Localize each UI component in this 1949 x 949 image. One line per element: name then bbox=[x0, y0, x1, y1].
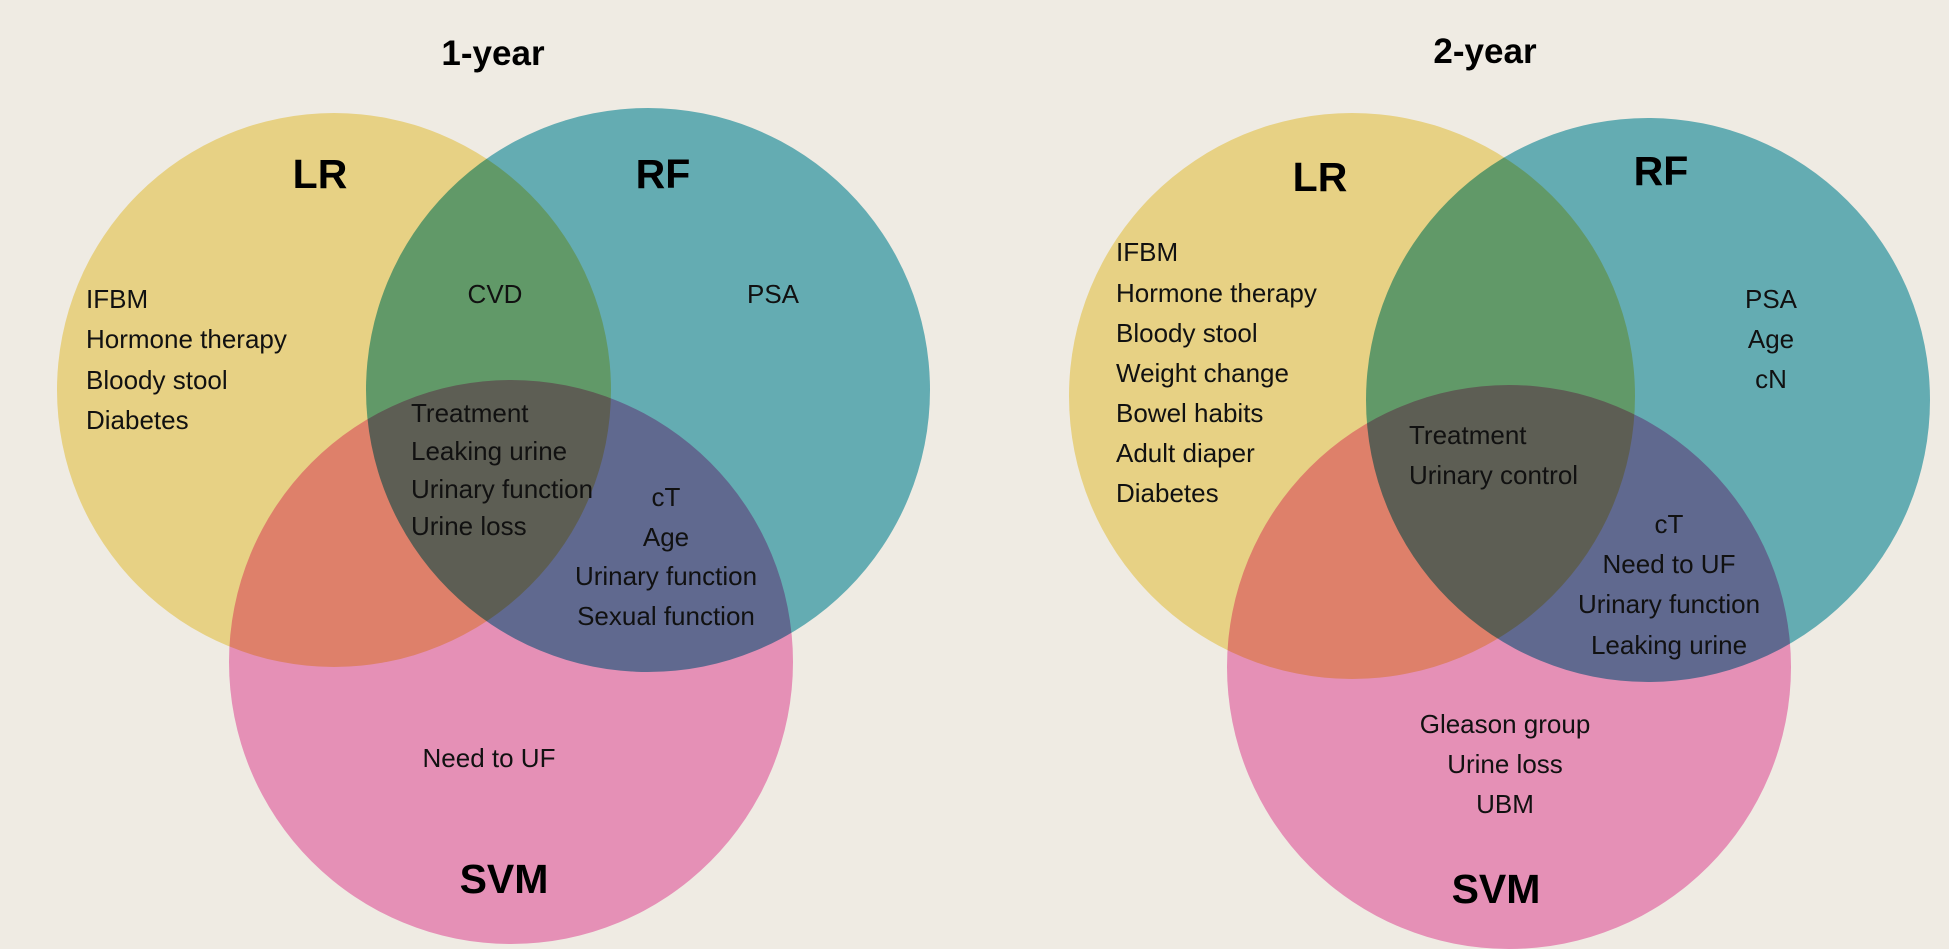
svm-label-1-year: SVM bbox=[460, 856, 549, 902]
region-rf-only-1-year: PSA bbox=[747, 279, 800, 309]
svm-label-2-year: SVM bbox=[1452, 866, 1541, 912]
svm-circle-1-year bbox=[229, 380, 793, 944]
region-item: PSA bbox=[1745, 284, 1798, 314]
venn-1-year: 1-year LR RF SVM IFBM Hormone therapy Bl… bbox=[57, 34, 930, 944]
region-item: Hormone therapy bbox=[1116, 278, 1317, 308]
rf-label-1-year: RF bbox=[636, 151, 691, 197]
region-svm-only-2-year: Gleason group Urine loss UBM bbox=[1420, 709, 1591, 819]
region-item: Age bbox=[1748, 324, 1794, 354]
region-item: IFBM bbox=[1116, 237, 1178, 267]
region-rf-svm-1-year: cT Age Urinary function Sexual function bbox=[575, 482, 757, 631]
region-rf-svm-2-year: cT Need to UF Urinary function Leaking u… bbox=[1578, 509, 1760, 660]
region-item: Diabetes bbox=[86, 405, 189, 435]
region-item: Diabetes bbox=[1116, 478, 1219, 508]
region-item: Hormone therapy bbox=[86, 324, 287, 354]
region-item: IFBM bbox=[86, 284, 148, 314]
region-lr-rf-1-year: CVD bbox=[468, 279, 523, 309]
region-item: Weight change bbox=[1116, 358, 1289, 388]
region-item: cN bbox=[1755, 364, 1787, 394]
region-item: Leaking urine bbox=[1591, 630, 1747, 660]
region-item: Need to UF bbox=[423, 743, 556, 773]
region-all-1-year: Treatment Leaking urine Urinary function… bbox=[411, 398, 593, 541]
region-item: PSA bbox=[747, 279, 800, 309]
region-rf-only-2-year: PSA Age cN bbox=[1745, 284, 1798, 394]
region-item: Urinary function bbox=[411, 474, 593, 504]
region-item: Need to UF bbox=[1603, 549, 1736, 579]
region-item: Urine loss bbox=[1447, 749, 1563, 779]
region-lr-only-2-year: IFBM Hormone therapy Bloody stool Weight… bbox=[1116, 237, 1317, 508]
region-item: Adult diaper bbox=[1116, 438, 1255, 468]
region-item: cT bbox=[652, 482, 681, 512]
region-item: Urinary control bbox=[1409, 460, 1578, 490]
region-item: Bowel habits bbox=[1116, 398, 1263, 428]
region-item: Bloody stool bbox=[1116, 318, 1258, 348]
region-item: Leaking urine bbox=[411, 436, 567, 466]
region-item: Urinary function bbox=[575, 561, 757, 591]
venn-2-year: 2-year LR RF SVM IFBM Hormone therapy Bl… bbox=[1069, 32, 1930, 949]
region-item: UBM bbox=[1476, 789, 1534, 819]
region-item: Age bbox=[643, 522, 689, 552]
lr-label-2-year: LR bbox=[1293, 154, 1348, 200]
region-item: CVD bbox=[468, 279, 523, 309]
region-item: Sexual function bbox=[577, 601, 755, 631]
region-item: cT bbox=[1655, 509, 1684, 539]
region-item: Bloody stool bbox=[86, 365, 228, 395]
region-item: Urinary function bbox=[1578, 589, 1760, 619]
region-item: Treatment bbox=[411, 398, 529, 428]
region-all-2-year: Treatment Urinary control bbox=[1409, 420, 1578, 490]
rf-label-2-year: RF bbox=[1634, 148, 1689, 194]
region-item: Treatment bbox=[1409, 420, 1527, 450]
region-svm-only-1-year: Need to UF bbox=[423, 743, 556, 773]
diagram-title-1-year: 1-year bbox=[441, 34, 545, 73]
region-item: Urine loss bbox=[411, 511, 527, 541]
region-item: Gleason group bbox=[1420, 709, 1591, 739]
svm-circle-2-year bbox=[1227, 385, 1791, 949]
diagram-title-2-year: 2-year bbox=[1433, 32, 1537, 71]
region-lr-only-1-year: IFBM Hormone therapy Bloody stool Diabet… bbox=[86, 284, 287, 435]
lr-label-1-year: LR bbox=[293, 151, 348, 197]
